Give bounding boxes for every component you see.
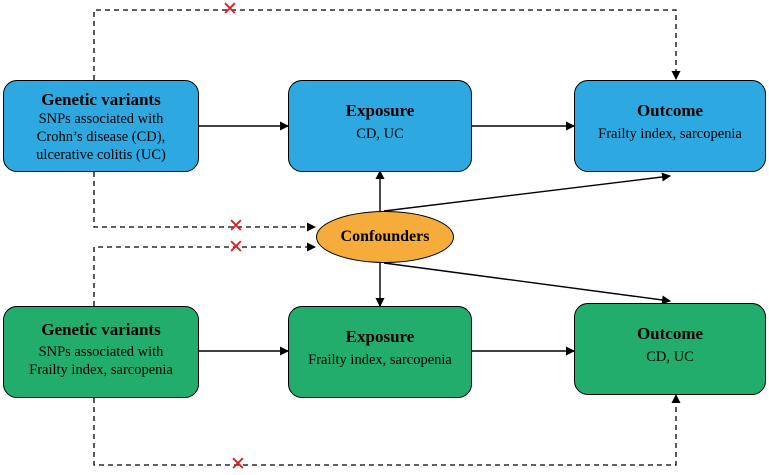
bottom-outcome-title: Outcome: [636, 324, 704, 343]
top-outcome-body: Frailty index, sarcopenia: [598, 126, 742, 142]
bottom-genetic-variants-line1: SNPs associated with: [38, 344, 164, 360]
top-exposure-title: Exposure: [345, 101, 415, 120]
top-exposure-body: CD, UC: [356, 126, 404, 142]
bottom-genetic-variants-title: Genetic variants: [41, 320, 161, 339]
top-genetic-variants-line3: ulcerative colitis (UC): [36, 147, 166, 163]
bottom-genetic-variants-line2: Frailty index, sarcopenia: [29, 362, 173, 378]
dashed-bottom-genetic-to-confounders: [93, 242, 316, 306]
dashed-bottom-genetic-to-bottom-outcome: [93, 394, 681, 466]
top-exposure-box: Exposure CD, UC: [288, 80, 472, 172]
top-genetic-variants-box: Genetic variants SNPs associated with Cr…: [3, 80, 199, 172]
bottom-outcome-box: Outcome CD, UC: [574, 303, 766, 395]
top-genetic-variants-line2: Crohn’s disease (CD),: [36, 129, 166, 145]
bottom-exposure-title: Exposure: [345, 327, 415, 346]
bottom-exposure-body: Frailty index, sarcopenia: [308, 352, 452, 368]
cross-icon-bottom-confounder-path: ✕: [228, 236, 244, 258]
dashed-top-genetic-to-top-outcome: [93, 9, 681, 80]
top-outcome-title: Outcome: [636, 101, 704, 120]
cross-icon-bottom-path: ✕: [230, 453, 246, 475]
top-genetic-variants-title: Genetic variants: [41, 90, 161, 109]
cross-icon-top-path: ✕: [222, 0, 238, 20]
top-outcome-box: Outcome Frailty index, sarcopenia: [574, 80, 766, 172]
confounders-oval: Confounders: [316, 211, 454, 263]
bottom-outcome-body: CD, UC: [646, 349, 694, 365]
arrow-confounders-to-top-outcome: [383, 172, 671, 212]
top-genetic-variants-line1: SNPs associated with: [38, 111, 164, 127]
dashed-top-genetic-to-confounders: [93, 172, 316, 232]
confounders-label: Confounders: [340, 228, 430, 245]
bottom-genetic-variants-box: Genetic variants SNPs associated with Fr…: [3, 306, 199, 398]
bottom-exposure-box: Exposure Frailty index, sarcopenia: [288, 306, 472, 398]
arrow-confounders-to-bottom-outcome: [383, 262, 671, 305]
cross-icon-top-confounder-path: ✕: [228, 215, 244, 237]
